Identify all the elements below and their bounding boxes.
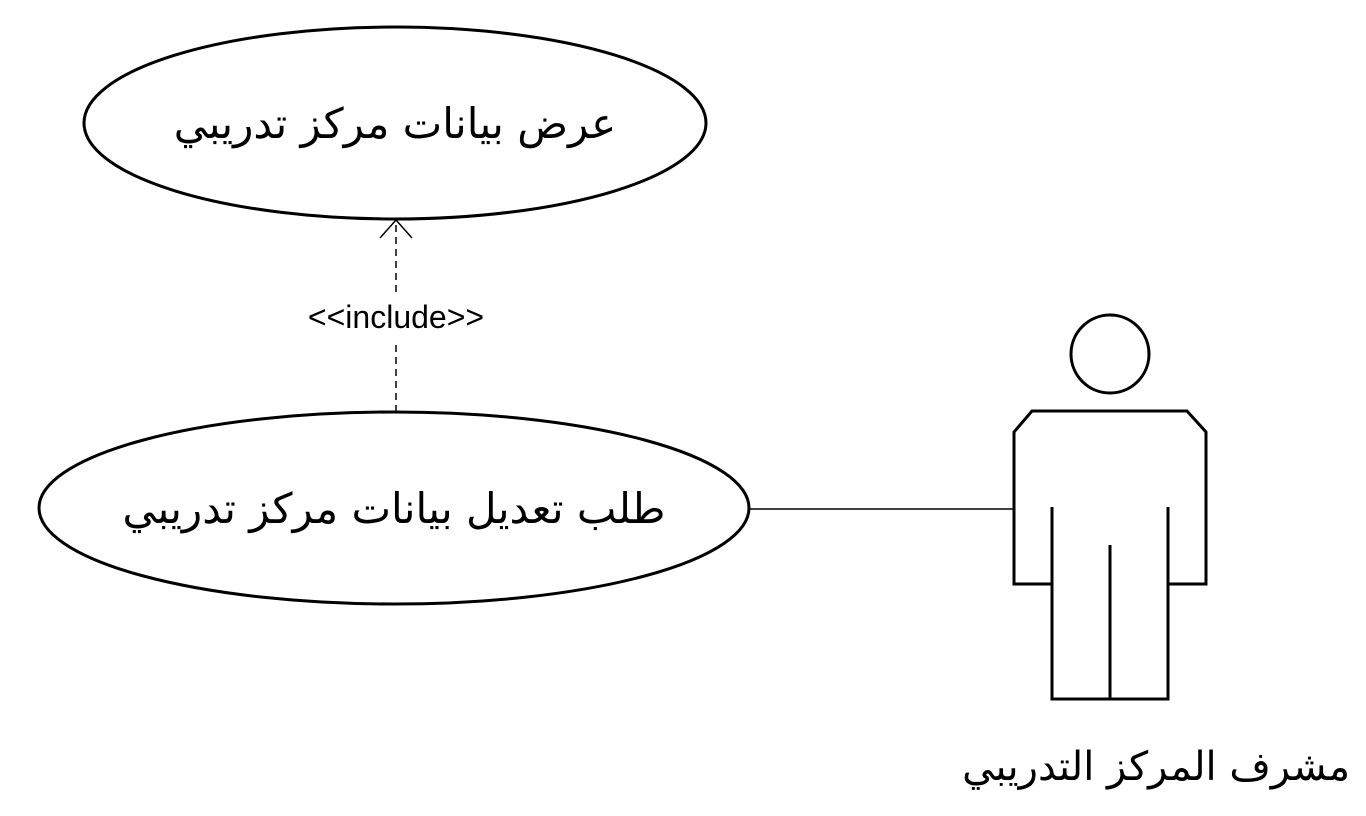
use-case-ellipse [37, 410, 751, 606]
actor-head [1069, 313, 1151, 395]
actor-label: مشرف المركز التدريبي [962, 744, 1350, 790]
use-case-label: عرض بيانات مركز تدريبي [174, 99, 616, 149]
use-case-ellipse [82, 25, 708, 221]
use-case-label: طلب تعديل بيانات مركز تدريبي [123, 484, 666, 534]
include-label-bg [283, 296, 509, 340]
include-arrowhead [379, 218, 413, 239]
use-case-view-training-center[interactable]: عرض بيانات مركز تدريبي [82, 25, 708, 221]
include-relation: <<include>> [283, 218, 509, 412]
actor-figure[interactable] [1012, 313, 1208, 701]
use-case-request-edit-training-center[interactable]: طلب تعديل بيانات مركز تدريبي [37, 410, 751, 606]
include-label: <<include>> [308, 299, 484, 335]
